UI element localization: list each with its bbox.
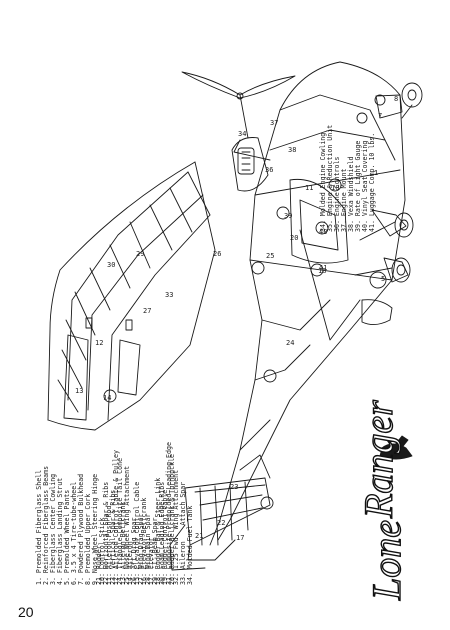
callout-7: 7 [378,112,382,120]
callout-36: 36 [265,166,273,174]
callout-37: 37 [270,119,278,127]
callout-30: 30 [107,261,115,269]
callout-labels: 1 5 7 8 10 11 12 13 14 16 17 20 21 22 23… [75,95,398,542]
callout-40: 40 [319,228,327,236]
parts-list-b-item: 34. Molded Fuel Tank [186,505,194,585]
callout-29: 29 [136,250,144,258]
callout-34: 34 [238,130,246,138]
callout-33: 33 [165,291,173,299]
callout-26: 26 [213,250,221,258]
engine-and-propeller [181,71,296,192]
callout-5: 5 [381,275,385,283]
landing-gear [354,82,423,325]
callout-13: 13 [75,387,83,395]
wing-structure [47,161,216,431]
callout-38: 38 [288,146,296,154]
callout-22: 22 [217,519,225,527]
callout-25: 25 [266,252,274,260]
callout-14: 14 [103,394,111,402]
callout-41: 41 [319,264,327,272]
logo-line-1: Lone [364,520,409,601]
logo-lettering: Lone Ranger [355,399,409,602]
callout-1: 1 [374,169,378,177]
callout-20: 20 [290,234,298,242]
lone-ranger-logo [379,435,413,460]
callout-23: 23 [230,483,238,491]
callout-8: 8 [394,95,398,103]
callout-16: 16 [318,267,326,275]
callout-21: 21 [195,532,203,540]
fuselage [209,61,406,546]
callout-10: 10 [331,184,339,192]
logo-line-2: Ranger [356,400,401,519]
tail-assembly [169,454,271,571]
callout-27: 27 [143,307,151,315]
callout-17: 17 [236,534,244,542]
parts-list-c-item: 41. Luggage Comp. 10 lbs. [368,132,376,232]
callout-12: 12 [95,339,103,347]
callout-11: 11 [305,184,313,192]
page-number: 20 [18,604,34,620]
callout-39: 39 [284,212,292,220]
callout-24: 24 [286,339,294,347]
callout-circles [103,94,387,510]
